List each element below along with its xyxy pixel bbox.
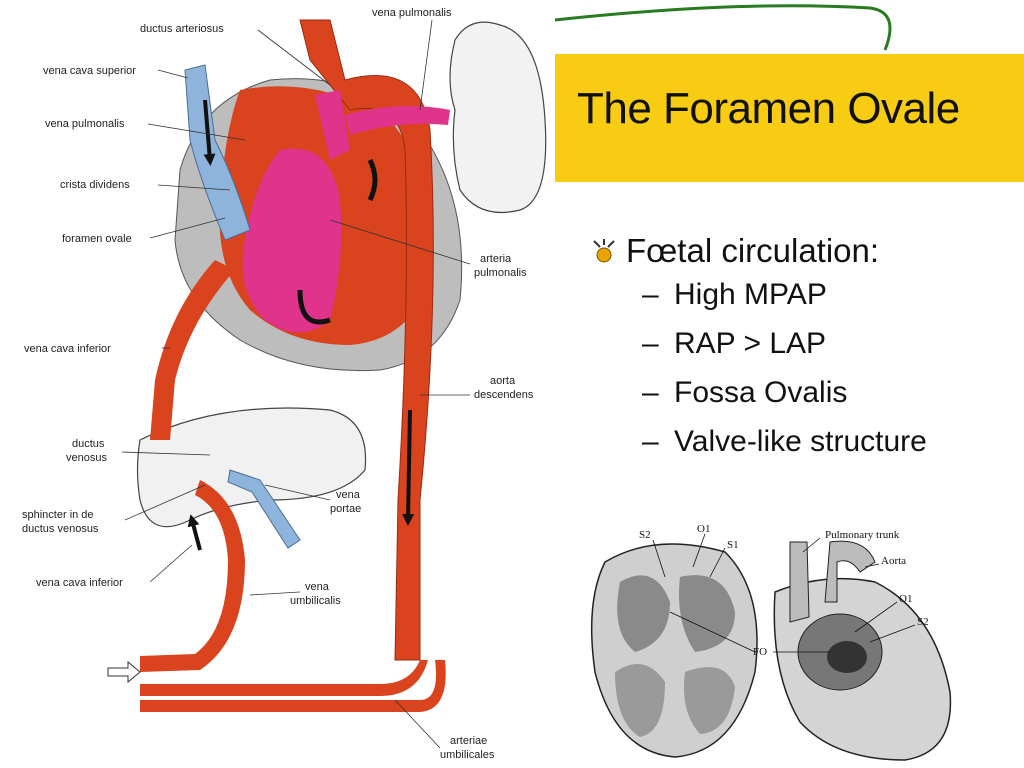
pulmonary-branch xyxy=(345,106,450,135)
chamber xyxy=(617,575,670,652)
label-vena-umbilicalis: umbilicalis xyxy=(290,595,341,607)
bullet-sub: – RAP > LAP xyxy=(642,319,1010,368)
label-crista-dividens: crista dividens xyxy=(60,179,130,191)
label-s2-left: S2 xyxy=(639,529,651,541)
vena-portae xyxy=(227,469,301,549)
chamber xyxy=(679,575,735,652)
lung-shape xyxy=(449,21,547,214)
fetal-circulation-diagram: ductus arteriosus vena pulmonalis vena c… xyxy=(22,7,547,761)
chamber xyxy=(684,667,735,734)
dash-glyph: – xyxy=(642,375,659,409)
vena-umbilicalis xyxy=(140,480,245,672)
label-vena-cava-superior: vena cava superior xyxy=(43,65,136,77)
aorta-shape xyxy=(824,540,876,603)
aorta-descendens xyxy=(299,19,434,661)
dash-glyph: – xyxy=(642,326,659,360)
label-arteria-pulmonalis: pulmonalis xyxy=(474,267,527,279)
bullet-sub-text: Fossa Ovalis xyxy=(674,375,848,409)
label-vena-portae: vena xyxy=(336,489,361,501)
label-vena-cava-inferior: vena cava inferior xyxy=(24,343,111,355)
arteriae-umbilicales-2 xyxy=(140,660,446,712)
bullet-sub: – High MPAP xyxy=(642,270,1010,319)
label-o1-left: O1 xyxy=(697,523,710,535)
label-o1-right: O1 xyxy=(899,593,912,605)
label-ductus-venosus: venosus xyxy=(66,452,107,464)
label-s1: S1 xyxy=(727,539,739,551)
label-vena-cava-inferior-2: vena cava inferior xyxy=(36,577,123,589)
foramen-ovale-shape xyxy=(827,641,867,673)
label-sphincter: ductus venosus xyxy=(22,523,99,535)
bullet-sub-text: RAP > LAP xyxy=(674,326,827,360)
dash-glyph: – xyxy=(642,424,659,458)
bullet-main-text: Fœtal circulation: xyxy=(626,232,880,269)
decorative-swoosh xyxy=(554,4,892,51)
label-sphincter: sphincter in de xyxy=(22,509,94,521)
bullet-sub: – Valve-like structure xyxy=(642,417,1010,466)
label-arteria-pulmonalis: arteria xyxy=(480,253,512,265)
pulmonary-trunk-shape xyxy=(789,541,810,623)
label-vena-portae: portae xyxy=(330,503,361,515)
dash-glyph: – xyxy=(642,277,659,311)
vena-cava-inferior xyxy=(150,260,235,440)
chamber xyxy=(615,664,665,737)
flow-arrow xyxy=(187,514,202,551)
label-vena-umbilicalis: vena xyxy=(305,581,330,593)
flow-arrow xyxy=(367,158,378,202)
bullet-list: Fœtal circulation: – High MPAP – RAP > L… xyxy=(590,232,1010,466)
label-fo: FO xyxy=(753,646,767,658)
vena-cava-superior xyxy=(184,64,251,241)
flow-arrow xyxy=(297,289,331,325)
flow-arrow xyxy=(402,409,415,526)
label-foramen-ovale: foramen ovale xyxy=(62,233,132,245)
bullet-sub: – Fossa Ovalis xyxy=(642,368,1010,417)
label-aorta-descendens: descendens xyxy=(474,389,534,401)
label-vena-pulmonalis-top: vena pulmonalis xyxy=(372,7,452,19)
inlet-arrow-icon xyxy=(107,660,141,684)
arteriae-umbilicales xyxy=(140,660,428,696)
label-ductus-venosus: ductus xyxy=(72,438,105,450)
label-arteriae-umbilicales: arteriae xyxy=(450,735,487,747)
heart-section-left xyxy=(590,543,758,758)
title-box: The Foramen Ovale xyxy=(555,54,1024,182)
lightbulb-icon xyxy=(593,239,615,263)
slide-title: The Foramen Ovale xyxy=(577,84,960,133)
label-aorta-descendens: aorta xyxy=(490,375,516,387)
heart-section-figure: S2 O1 S1 Pulmonary trunk Aorta O1 S2 FO xyxy=(590,523,952,761)
heart-right-chambers xyxy=(242,148,342,333)
label-vena-pulmonalis-left: vena pulmonalis xyxy=(45,118,125,130)
label-ductus-arteriosus: ductus arteriosus xyxy=(140,23,224,35)
flow-arrow xyxy=(203,99,216,166)
label-arteriae-umbilicales: umbilicales xyxy=(440,749,495,761)
bullet-sub-text: Valve-like structure xyxy=(674,424,927,458)
label-s2-right: S2 xyxy=(917,616,929,628)
label-aorta: Aorta xyxy=(881,555,906,567)
label-pulmonary-trunk: Pulmonary trunk xyxy=(825,529,900,541)
pulmonary-trunk xyxy=(315,90,350,160)
bullet-sub-text: High MPAP xyxy=(674,277,827,311)
bullet-main: Fœtal circulation: xyxy=(590,232,1010,270)
